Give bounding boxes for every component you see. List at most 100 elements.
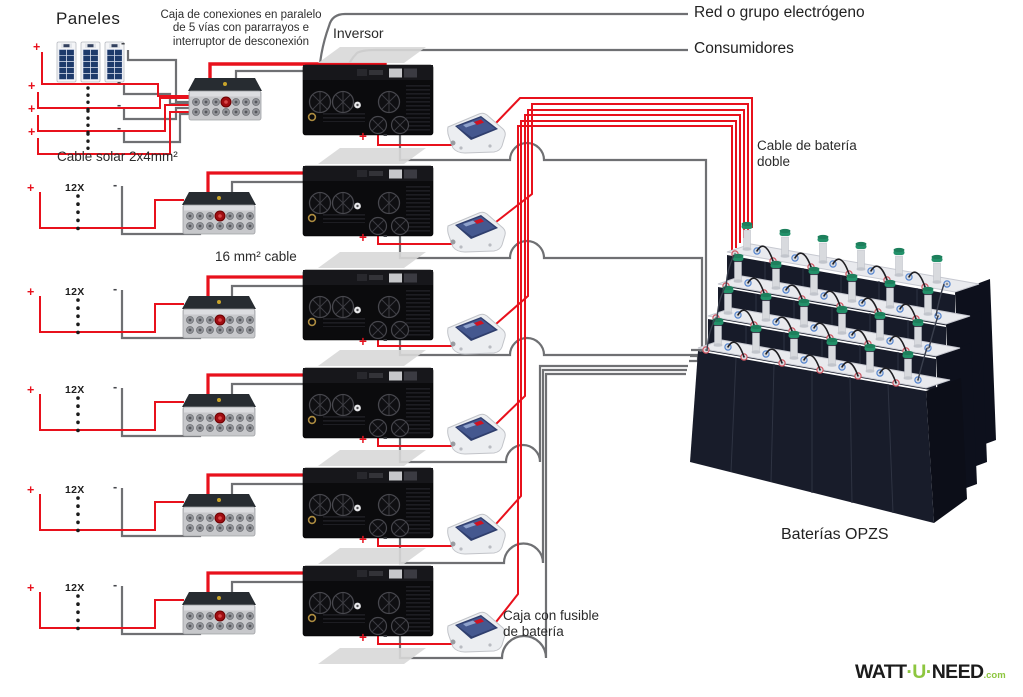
inverter-unit — [303, 566, 433, 636]
string-row-minus: - — [113, 282, 118, 296]
battery-positive-row4 — [495, 114, 741, 425]
string-row-count: 12X — [65, 582, 85, 594]
logo-sep-icon: · — [906, 661, 913, 683]
inverter-plus: + — [359, 432, 367, 447]
inverter-plus: + — [359, 630, 367, 645]
panel-plus-label: + — [33, 40, 41, 54]
string-row-plus: + — [27, 181, 35, 195]
junction-box — [182, 296, 256, 338]
string-b-plus: + — [28, 102, 36, 116]
inverter-unit — [303, 166, 433, 236]
string-row-plus: + — [27, 581, 35, 595]
fuse-box — [447, 313, 506, 355]
string-row-plus: + — [27, 383, 35, 397]
solar-panels — [56, 41, 125, 83]
inverter-plus: + — [359, 230, 367, 245]
junction-box — [182, 494, 256, 536]
pv-negative-string-c — [122, 112, 190, 144]
battery-negative-row3 — [398, 332, 700, 363]
battery-cable-label: Cable de batería doble — [757, 138, 857, 169]
string-row-count: 12X — [65, 484, 85, 496]
inverter-unit — [303, 468, 433, 538]
inverter-minus: - — [383, 228, 388, 243]
string-row-minus: - — [113, 380, 118, 394]
battery-positive-row1 — [495, 97, 753, 228]
string-plus-row4 — [39, 394, 184, 431]
pv-positive-string-b — [37, 104, 190, 132]
solar-cable-label: Cable solar 2x4mm² — [57, 149, 178, 164]
battery-negative-row4 — [398, 364, 688, 464]
string-c-minus: - — [117, 121, 122, 135]
battery-negative-row5 — [398, 368, 687, 565]
fuse-box — [447, 611, 506, 653]
string-row-minus: - — [113, 178, 118, 192]
fuse-box — [447, 112, 506, 154]
junction-box — [182, 192, 256, 234]
string-row-minus: - — [113, 480, 118, 494]
string-plus-row2 — [39, 192, 184, 229]
battery-bank — [690, 221, 996, 523]
logo-need: NEED — [931, 661, 984, 683]
inverter-minus: - — [383, 127, 388, 142]
solar-panel — [56, 41, 77, 83]
inverter-minus: - — [383, 430, 388, 445]
junction-box — [188, 78, 262, 120]
logo-sep-icon: · — [925, 661, 932, 683]
inverter-minus: - — [383, 628, 388, 643]
solar-panel — [80, 41, 101, 83]
panel-minus-label: - — [121, 36, 126, 50]
battery-negative-row1 — [398, 127, 708, 352]
junction-boxes — [182, 78, 262, 634]
junction-box — [182, 592, 256, 634]
inverter-unit — [303, 270, 433, 340]
string-b-minus: - — [117, 98, 122, 112]
battery-positive-row2 — [495, 103, 749, 233]
inverter-minus: - — [383, 332, 388, 347]
string-row-count: 12X — [65, 182, 85, 194]
wattuneed-logo: WATT·U·NEED.com — [855, 661, 1006, 684]
battery-negative-row2 — [398, 228, 704, 358]
cable-16mm-label: 16 mm² cable — [215, 249, 297, 264]
fuse-box — [447, 413, 506, 455]
inverter-label: Inversor — [333, 25, 384, 41]
string-row-count: 12X — [65, 384, 85, 396]
inverter-plus: + — [359, 532, 367, 547]
logo-tld: .com — [983, 670, 1006, 681]
logo-watt: WATT — [855, 661, 907, 683]
string-a-plus: + — [28, 79, 36, 93]
fuse-box-label: Caja con fusible de batería — [503, 608, 600, 639]
string-row-plus: + — [27, 285, 35, 299]
consumers-label: Consumidores — [694, 40, 794, 57]
panel-string-dots — [76, 86, 90, 631]
string-a-minus: - — [117, 75, 122, 89]
string-row-plus: + — [27, 483, 35, 497]
battery-positive-row6 — [495, 125, 733, 623]
inverter-plus: + — [359, 129, 367, 144]
string-plus-row3 — [39, 296, 184, 333]
pv-positive-string-c — [37, 111, 190, 155]
pv-positive-panels — [41, 52, 190, 97]
battery-fuse-boxes — [447, 112, 506, 653]
string-plus-row5 — [39, 494, 184, 531]
inverter-unit — [303, 65, 433, 135]
grid-generator-label: Red o grupo electrógeno — [694, 4, 865, 21]
fuse-box — [447, 513, 506, 555]
inverter-unit — [303, 368, 433, 438]
battery-negative-row6 — [398, 372, 686, 660]
inverter-minus: - — [383, 530, 388, 545]
pv-negative-string-b — [122, 106, 190, 121]
string-row-count: 12X — [65, 286, 85, 298]
string-plus-row6 — [39, 592, 184, 629]
pv-positive-string-a — [37, 92, 190, 109]
junction-box — [182, 394, 256, 436]
logo-u: U — [912, 661, 926, 683]
junction-box-label: Caja de conexiones en paralelo de 5 vías… — [160, 9, 322, 48]
fuse-box — [447, 211, 506, 253]
pv-negative-panels — [126, 50, 190, 104]
panels-title: Paneles — [56, 9, 121, 28]
batteries-label: Baterías OPZS — [781, 526, 889, 543]
string-c-plus: + — [28, 125, 36, 139]
battery-positive-row5 — [495, 120, 737, 525]
